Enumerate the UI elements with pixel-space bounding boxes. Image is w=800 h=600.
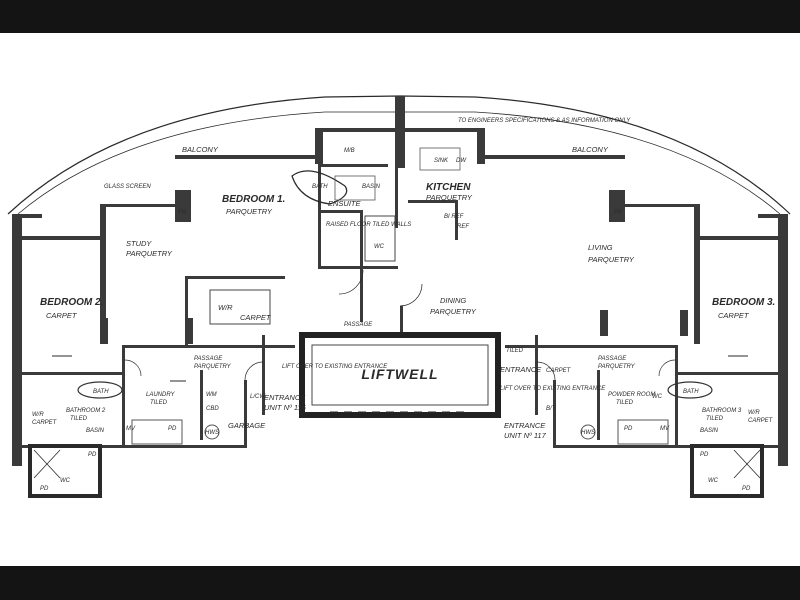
entrance-left-label: ENTRANCE [264,393,306,402]
cb-carpet-label: CARPET [546,368,572,374]
pd-right: PD [700,452,709,458]
bathroom2-floor: TILED [70,416,88,422]
arrow-marks [52,355,748,382]
sw-note-label: M/B [344,148,355,154]
basin-left-label: BASIN [86,428,105,434]
wir-label: W/R [218,303,233,312]
entrance-right-label: ENTRANCE [504,421,546,430]
bottom-left-wing [28,419,220,498]
wir-left-label: W/R [32,412,44,418]
fr-left-label: FR [178,210,187,216]
passage-left-label: PASSAGE [194,356,223,362]
pd-right-2: PD [624,426,633,432]
bath-right-label: BATH [683,389,699,395]
tiled-label: TILED [506,348,524,354]
wir-right-floor: CARPET [748,418,774,424]
bedroom3-label: BEDROOM 3. [712,297,775,308]
bedroom3-floor: CARPET [718,311,750,320]
fr-right-label: FR [614,210,623,216]
gas-screen-label: GLASS SCREEN [104,184,151,190]
dining-floor: PARQUETRY [430,307,477,316]
bedroom2-floor: CARPET [46,311,78,320]
pd-left: PD [88,452,97,458]
balcony-right-label: BALCONY [572,145,609,154]
study-floor: PARQUETRY [126,249,173,258]
ensuite-basin-label: BASIN [362,184,381,190]
hws-left-label: HWS [205,430,219,436]
balcony-left-label: BALCONY [182,145,219,154]
cbd-label: CBD [206,406,219,412]
wm-label: WM [206,392,217,398]
liftwell [299,332,501,418]
bedroom1-floor: PARQUETRY [226,207,273,216]
bathroom3-label: BATHROOM 3 [702,408,742,414]
wc-left-label: WC [60,478,71,484]
passage-label: PASSAGE [344,322,373,328]
bottom-letterbox-bar [0,566,800,600]
exterior-walls [12,96,788,466]
top-note: TO ENGINEERS SPECIFICATIONS & AS INFORMA… [458,118,631,124]
dw-label: DW [456,158,467,164]
entrance-lobby-label: ENTRANCE [500,365,542,374]
right-lift-note: LIFT OVER TO EXISTING ENTRANCE [500,386,606,392]
passage-right-label: PASSAGE [598,356,627,362]
ensuite-wc-label: WC [374,244,385,250]
bathroom3-floor: TILED [706,416,724,422]
passage-left-floor: PARQUETRY [194,364,232,370]
kitchen-label: KITCHEN [426,182,471,193]
wir-right-label: W/R [748,410,760,416]
bathroom2-label: BATHROOM 2 [66,408,106,414]
powder-wc-label: WC [652,394,663,400]
hws-right-label: HWS [581,430,595,436]
basin-right-label: BASIN [700,428,719,434]
ensuite-label: ENSUITE [328,199,362,208]
bt-label: B/T [546,406,557,412]
top-letterbox-bar [0,0,800,33]
living-floor: PARQUETRY [588,255,635,264]
passage-right-floor: PARQUETRY [598,364,636,370]
fdr-label: L/CW [250,394,266,400]
bath-left-label: BATH [93,389,109,395]
mv-left-label: MV [126,426,136,432]
left-lift-note: LIFT OVER TO EXISTING ENTRANCE [282,364,388,370]
liftwell-label: LIFTWELL [361,366,438,382]
fixtures [77,147,713,399]
study-label: STUDY [126,239,152,248]
bedroom2-label: BEDROOM 2. [40,297,103,308]
living-label: LIVING [588,243,613,252]
sink-label: SINK [434,158,449,164]
pd-bottom-left: PD [40,486,49,492]
bottom-right-wing [580,419,764,498]
laundry-floor: TILED [150,400,168,406]
powder-room-floor: TILED [616,400,634,406]
entrance-left-unit: UNIT Nº 116 [264,403,307,412]
pd-left-2: PD [168,426,177,432]
garbage-label: GARBAGE [228,421,266,430]
interior-walls [22,164,778,448]
dining-label: DINING [440,296,466,305]
wir-floor: CARPET [240,313,272,322]
bedroom1-label: BEDROOM 1. [222,194,285,205]
door-swings [124,269,676,381]
powder-room-label: POWDER ROOM [608,392,655,398]
ensuite-note: RAISED FLOOR TILED WALLS [326,222,411,228]
mv-right-label: MV [660,426,670,432]
ensuite-bath-label: BATH [312,184,328,190]
wc-right-label: WC [708,478,719,484]
kitchen-floor: PARQUETRY [426,193,473,202]
entrance-right-unit: UNIT Nº 117 [504,431,547,440]
bi-ref-label: BI REF [444,214,464,220]
wir-left-floor: CARPET [32,420,58,426]
ref-label: REF [457,224,469,230]
pd-bottom-right: PD [742,486,751,492]
laundry-label: LAUNDRY [146,392,175,398]
